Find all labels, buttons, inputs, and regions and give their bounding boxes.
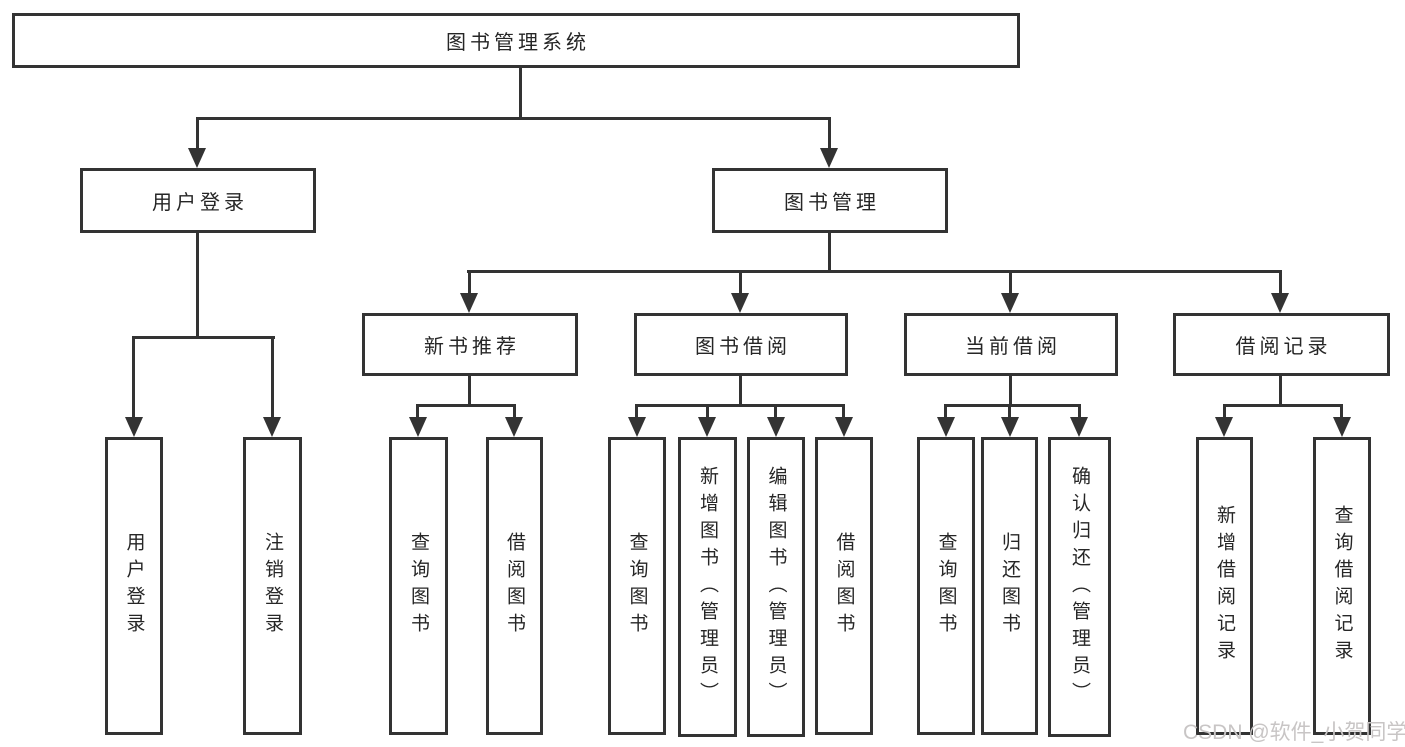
leaf-label: 查询图书 (408, 532, 429, 640)
leaf-label: 新增借阅记录 (1214, 505, 1235, 667)
leaf-label: 新增图书（管理员） (697, 465, 718, 709)
connector-arrow-stem (739, 270, 742, 295)
leaf-add-book-admin: 新增图书（管理员） (678, 437, 737, 737)
connector-arrow-stem (1078, 404, 1081, 420)
connector-level3-rail (467, 270, 1282, 273)
leaf-query-books-recommend: 查询图书 (389, 437, 448, 735)
leaf-query-borrow-record: 查询借阅记录 (1313, 437, 1371, 735)
connector-arrowhead (1001, 417, 1019, 437)
node-borrowing-records: 借阅记录 (1173, 313, 1390, 376)
connector-rail (417, 404, 516, 407)
connector-root-stem (519, 68, 522, 120)
node-new-book-recommend: 新书推荐 (362, 313, 578, 376)
connector-stem (1279, 376, 1282, 407)
leaf-label: 确认归还（管理员） (1069, 465, 1090, 709)
node-library-management-system: 图书管理系统 (12, 13, 1020, 68)
leaf-label: 查询图书 (935, 532, 957, 640)
node-current-borrowing: 当前借阅 (904, 313, 1118, 376)
connector-level1-rail (196, 117, 831, 120)
connector-arrow-stem (706, 404, 709, 420)
leaf-label: 用户登录 (123, 532, 145, 640)
leaf-label: 归还图书 (999, 532, 1020, 640)
leaf-label: 编辑图书（管理员） (765, 465, 787, 709)
connector-arrow-stem (944, 404, 947, 420)
node-book-management: 图书管理 (712, 168, 948, 233)
connector-book-management-stem (828, 233, 831, 272)
connector-arrowhead (125, 417, 143, 437)
leaf-return-books: 归还图书 (981, 437, 1038, 735)
connector-arrowhead (188, 148, 206, 168)
connector-arrowhead (731, 293, 749, 313)
connector-arrowhead (505, 417, 523, 437)
csdn-watermark: CSDN @软件_小贺同学 (1183, 721, 1405, 744)
connector-arrowhead (628, 417, 646, 437)
leaf-confirm-return-admin: 确认归还（管理员） (1048, 437, 1111, 737)
connector-arrowhead (263, 417, 281, 437)
connector-arrow-stem (271, 336, 274, 419)
connector-stem (468, 376, 471, 407)
leaf-borrow-books-recommend: 借阅图书 (486, 437, 543, 735)
connector-rail (635, 404, 845, 407)
connector-user-login-stem (196, 233, 199, 338)
connector-arrowhead (1271, 293, 1289, 313)
connector-arrow-stem (1279, 270, 1282, 295)
node-book-borrowing: 图书借阅 (634, 313, 848, 376)
connector-stem (1009, 376, 1012, 407)
connector-arrowhead (1001, 293, 1019, 313)
leaf-query-books-current: 查询图书 (917, 437, 975, 735)
node-user-login: 用户登录 (80, 168, 316, 233)
connector-arrow-stem (1008, 404, 1011, 420)
connector-arrowhead (1333, 417, 1351, 437)
leaf-add-borrow-record: 新增借阅记录 (1196, 437, 1253, 735)
connector-stem (739, 376, 742, 407)
connector-rail (944, 404, 1081, 407)
connector-arrow-stem (828, 117, 831, 150)
leaf-borrow-books: 借阅图书 (815, 437, 873, 735)
connector-arrow-stem (1009, 270, 1012, 295)
connector-rail (1223, 404, 1343, 407)
connector-arrow-stem (132, 336, 135, 419)
connector-arrow-stem (774, 404, 777, 420)
connector-arrow-stem (196, 117, 199, 150)
connector-arrowhead (698, 417, 716, 437)
connector-arrowhead (409, 417, 427, 437)
connector-arrowhead (1215, 417, 1233, 437)
connector-arrow-stem (468, 270, 471, 295)
connector-arrow-stem (1223, 404, 1226, 420)
leaf-label: 查询图书 (626, 532, 648, 640)
leaf-label: 查询借阅记录 (1331, 505, 1353, 667)
leaf-label: 借阅图书 (833, 532, 855, 640)
connector-arrowhead (820, 148, 838, 168)
leaf-user-login: 用户登录 (105, 437, 163, 735)
leaf-logout: 注销登录 (243, 437, 302, 735)
leaf-edit-book-admin: 编辑图书（管理员） (747, 437, 805, 737)
connector-arrow-stem (416, 404, 419, 420)
connector-arrow-stem (1340, 404, 1343, 420)
connector-arrowhead (1070, 417, 1088, 437)
leaf-label: 借阅图书 (504, 532, 525, 640)
connector-arrowhead (460, 293, 478, 313)
connector-user-login-rail (132, 336, 275, 339)
leaf-label: 注销登录 (262, 532, 283, 640)
connector-arrow-stem (842, 404, 845, 420)
connector-arrowhead (937, 417, 955, 437)
leaf-query-books-borrowing: 查询图书 (608, 437, 666, 735)
connector-arrowhead (767, 417, 785, 437)
connector-arrowhead (835, 417, 853, 437)
connector-arrow-stem (513, 404, 516, 420)
connector-arrow-stem (635, 404, 638, 420)
